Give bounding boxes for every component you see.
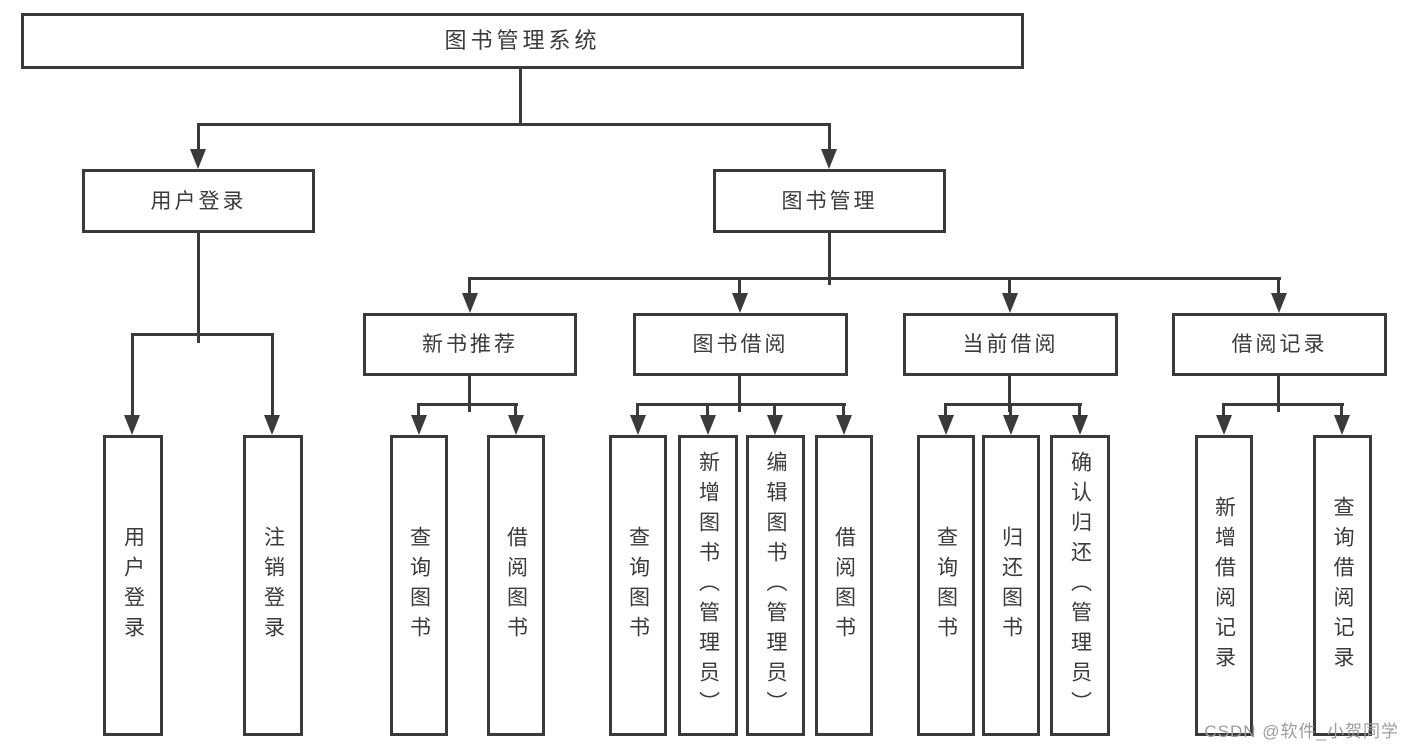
connector-line <box>1277 376 1280 412</box>
leaf-borrow-borrow-books: 借阅图书 <box>815 435 873 736</box>
arrowhead-down-icon <box>190 149 206 169</box>
node-book-borrow: 图书借阅 <box>633 313 848 376</box>
arrowhead-down-icon <box>767 415 783 435</box>
connector-line <box>1008 277 1011 297</box>
connector-line <box>131 333 134 419</box>
leaf-current-confirm-return-admin: 确认归还（管理员） <box>1050 435 1110 736</box>
arrowhead-down-icon <box>1216 415 1232 435</box>
leaf-newbook-borrow-books: 借阅图书 <box>487 435 545 736</box>
arrowhead-down-icon <box>411 415 427 435</box>
csdn-watermark: CSDN @软件_小贺同学 <box>1204 722 1399 741</box>
arrowhead-down-icon <box>1334 415 1350 435</box>
leaf-record-query-borrow-record: 查询借阅记录 <box>1313 435 1372 736</box>
connector-line <box>1222 403 1225 417</box>
node-book-management-label: 图书管理 <box>781 189 878 213</box>
connector-line <box>706 403 709 417</box>
connector-line <box>738 374 741 412</box>
node-user-login: 用户登录 <box>82 169 315 233</box>
leaf-current-return-books: 归还图书 <box>982 435 1040 736</box>
leaf-newbook-borrow-books-label: 借阅图书 <box>504 525 528 646</box>
leaf-borrow-query-books-label: 查询图书 <box>626 525 650 646</box>
leaf-current-query-books-label: 查询图书 <box>934 525 958 646</box>
arrowhead-down-icon <box>938 415 954 435</box>
leaf-newbook-query-books-label: 查询图书 <box>407 525 431 646</box>
connector-line <box>271 333 274 419</box>
leaf-logout: 注销登录 <box>243 435 303 736</box>
connector-line <box>1222 403 1344 406</box>
node-new-book-recommend-label: 新书推荐 <box>422 333 518 356</box>
leaf-borrow-edit-books-admin: 编辑图书（管理员） <box>746 435 805 736</box>
connector-line <box>197 123 200 153</box>
node-root: 图书管理系统 <box>21 13 1024 69</box>
node-new-book-recommend: 新书推荐 <box>363 313 577 376</box>
connector-line <box>1277 277 1280 297</box>
connector-line <box>1078 403 1081 417</box>
connector-line <box>738 277 741 297</box>
leaf-current-return-books-label: 归还图书 <box>999 525 1023 646</box>
arrowhead-down-icon <box>264 415 280 435</box>
connector-line <box>519 69 522 126</box>
arrowhead-down-icon <box>732 293 748 313</box>
leaf-borrow-add-books-admin-label: 新增图书（管理员） <box>696 450 720 721</box>
node-user-login-label: 用户登录 <box>150 189 247 213</box>
leaf-borrow-add-books-admin: 新增图书（管理员） <box>678 435 738 736</box>
connector-line <box>514 403 517 417</box>
connector-line <box>636 403 639 417</box>
connector-line <box>197 123 831 126</box>
arrowhead-down-icon <box>1002 293 1018 313</box>
node-current-borrow: 当前借阅 <box>903 313 1118 376</box>
leaf-borrow-query-books: 查询图书 <box>609 435 667 736</box>
arrowhead-down-icon <box>1271 293 1287 313</box>
connector-line <box>944 403 947 417</box>
node-root-label: 图书管理系统 <box>444 28 601 53</box>
leaf-current-confirm-return-admin-label: 确认归还（管理员） <box>1068 450 1092 721</box>
leaf-borrow-borrow-books-label: 借阅图书 <box>832 525 856 646</box>
leaf-newbook-query-books: 查询图书 <box>390 435 448 736</box>
arrowhead-down-icon <box>836 415 852 435</box>
leaf-logout-label: 注销登录 <box>261 525 285 646</box>
connector-line <box>468 277 471 297</box>
leaf-current-query-books: 查询图书 <box>917 435 975 736</box>
leaf-borrow-edit-books-admin-label: 编辑图书（管理员） <box>764 450 787 721</box>
arrowhead-down-icon <box>1072 415 1088 435</box>
connector-line <box>842 403 845 417</box>
arrowhead-down-icon <box>462 293 478 313</box>
arrowhead-down-icon <box>124 415 140 435</box>
connector-line <box>468 376 471 412</box>
connector-line <box>636 403 846 406</box>
connector-line <box>417 403 420 417</box>
connector-line <box>828 233 831 285</box>
arrowhead-down-icon <box>508 415 524 435</box>
node-book-management: 图书管理 <box>713 169 946 233</box>
leaf-user-login-label: 用户登录 <box>121 525 145 646</box>
connector-line <box>773 403 776 417</box>
connector-line <box>828 123 831 153</box>
connector-line <box>417 403 518 406</box>
node-book-borrow-label: 图书借阅 <box>692 333 789 356</box>
node-current-borrow-label: 当前借阅 <box>962 333 1059 356</box>
connector-line <box>468 277 1281 280</box>
node-borrow-record: 借阅记录 <box>1172 313 1387 376</box>
connector-line <box>131 333 274 336</box>
node-borrow-record-label: 借阅记录 <box>1231 333 1328 356</box>
connector-line <box>1009 403 1012 417</box>
leaf-record-query-borrow-record-label: 查询借阅记录 <box>1331 495 1354 676</box>
connector-line <box>944 403 1082 406</box>
connector-line <box>1340 403 1343 417</box>
arrowhead-down-icon <box>630 415 646 435</box>
arrowhead-down-icon <box>700 415 716 435</box>
leaf-user-login: 用户登录 <box>103 435 163 736</box>
leaf-record-add-borrow-record: 新增借阅记录 <box>1195 435 1253 736</box>
connector-line <box>197 233 200 343</box>
connector-line <box>1008 374 1011 412</box>
leaf-record-add-borrow-record-label: 新增借阅记录 <box>1212 495 1236 676</box>
arrowhead-down-icon <box>821 149 837 169</box>
arrowhead-down-icon <box>1003 415 1019 435</box>
